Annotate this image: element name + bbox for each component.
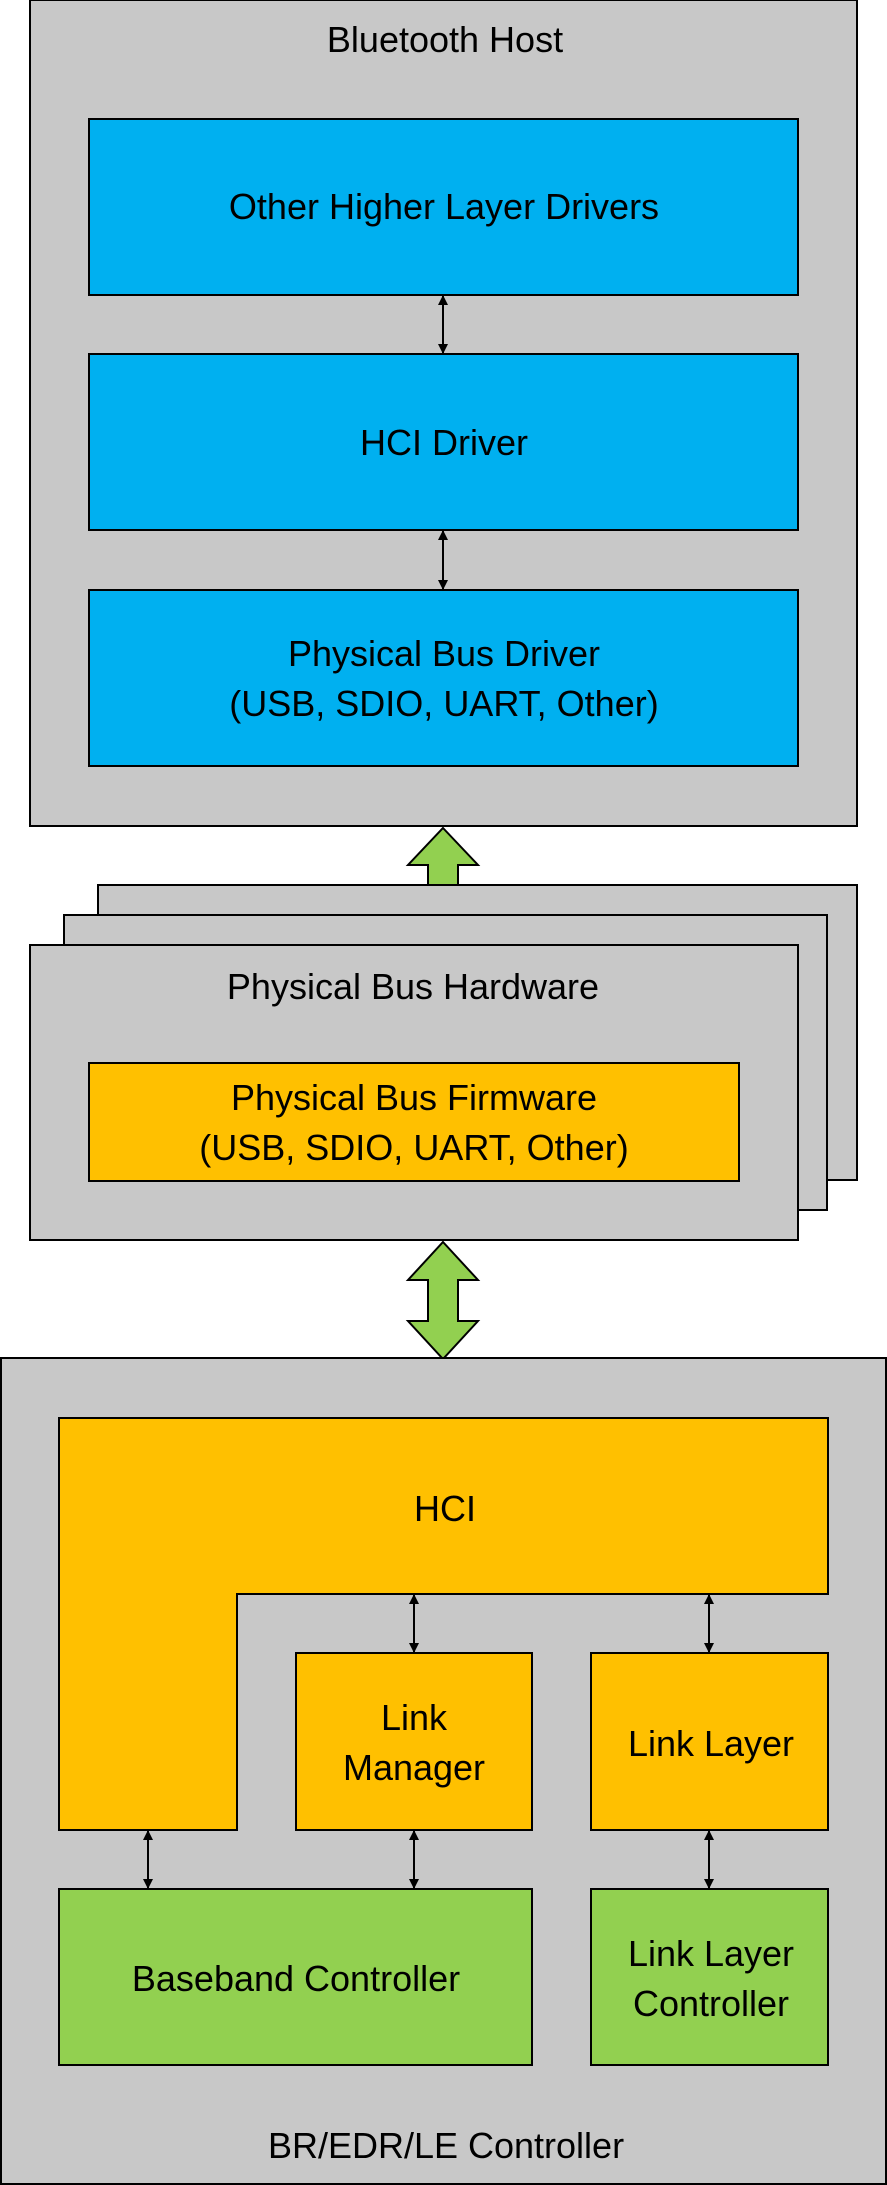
physical-bus-driver-label-line1: Physical Bus Driver bbox=[288, 633, 600, 674]
physical-bus-firmware-box: Physical Bus Firmware (USB, SDIO, UART, … bbox=[88, 1062, 740, 1182]
link-layer-controller-label-line1: Link Layer bbox=[628, 1933, 794, 1974]
green-arrow-bus-to-controller bbox=[405, 1240, 481, 1361]
baseband-controller-label: Baseband Controller bbox=[132, 1958, 460, 1999]
physical-bus-driver-label-line2: (USB, SDIO, UART, Other) bbox=[229, 683, 658, 724]
physical-bus-driver-box: Physical Bus Driver (USB, SDIO, UART, Ot… bbox=[88, 589, 799, 767]
baseband-controller-box: Baseband Controller bbox=[58, 1888, 533, 2066]
link-manager-label-line1: Link bbox=[381, 1697, 448, 1738]
physical-bus-hardware-title: Physical Bus Hardware bbox=[227, 966, 599, 1007]
other-higher-layer-drivers-label: Other Higher Layer Drivers bbox=[229, 186, 659, 227]
hci-driver-label: HCI Driver bbox=[360, 422, 528, 463]
link-layer-label: Link Layer bbox=[628, 1723, 794, 1764]
physical-bus-firmware-label-line2: (USB, SDIO, UART, Other) bbox=[199, 1127, 628, 1168]
link-layer-controller-box: Link Layer Controller bbox=[590, 1888, 829, 2066]
hci-driver-box: HCI Driver bbox=[88, 353, 799, 531]
other-higher-layer-drivers-box: Other Higher Layer Drivers bbox=[88, 118, 799, 296]
hci-block: HCI bbox=[58, 1417, 829, 1831]
bluetooth-host-title: Bluetooth Host bbox=[327, 19, 563, 60]
link-manager-box: Link Manager bbox=[295, 1652, 533, 1831]
physical-bus-firmware-label-line1: Physical Bus Firmware bbox=[231, 1077, 597, 1118]
link-layer-box: Link Layer bbox=[590, 1652, 829, 1831]
hci-label: HCI bbox=[414, 1488, 476, 1529]
link-layer-controller-label-line2: Controller bbox=[633, 1983, 789, 2024]
controller-title: BR/EDR/LE Controller bbox=[268, 2125, 624, 2166]
link-manager-label-line2: Manager bbox=[343, 1747, 485, 1788]
